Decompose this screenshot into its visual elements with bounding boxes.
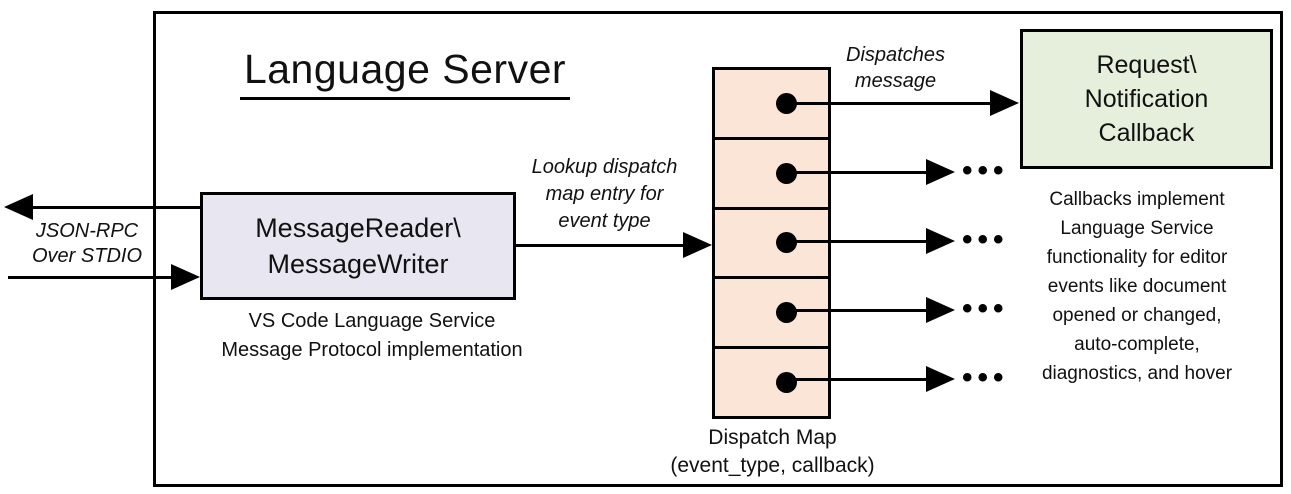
request-notification-callback-box: Request\ Notification Callback [1020, 29, 1273, 169]
message-reader-writer-box: MessageReader\ MessageWriter [200, 192, 516, 300]
dispatch-arrowhead-icon-4 [926, 297, 955, 323]
lookup-dispatch-label: Lookup dispatch map entry for event type [531, 156, 678, 232]
lookup-arrowhead-icon [683, 232, 712, 258]
dispatch-arrow-line-2 [786, 171, 927, 174]
more-callbacks-ellipsis: ••• [962, 154, 1009, 187]
dispatch-arrow-line-1 [786, 102, 992, 105]
more-callbacks-ellipsis: ••• [962, 223, 1009, 256]
callbacks-note-text: Callbacks implement Language Service fun… [1041, 189, 1233, 384]
dispatch-arrow-line-3 [786, 240, 927, 243]
dispatch-map-table [712, 67, 831, 419]
json-rpc-stdio-label: JSON-RPC Over STDIO [31, 220, 142, 267]
dispatch-arrow-line-5 [786, 378, 927, 381]
dispatch-entry-dot [776, 302, 797, 324]
stdio-out-arrowhead-icon [4, 194, 33, 220]
dispatch-arrowhead-icon-3 [926, 228, 955, 254]
reader-box-caption: VS Code Language Service Message Protoco… [221, 310, 523, 361]
language-server-boundary-box [153, 11, 1283, 487]
dispatch-map-entry [715, 210, 828, 280]
dispatch-map-caption: Dispatch Map (event_type, callback) [670, 426, 875, 477]
stdio-in-arrow-line [8, 276, 174, 279]
dispatches-message-label: Dispatches message [846, 44, 945, 92]
dispatch-map-entry [715, 140, 828, 210]
request-notification-callback-label: Request\ Notification Callback [1084, 51, 1209, 147]
dispatch-arrowhead-icon-1 [990, 90, 1019, 116]
stdio-out-arrow-line [30, 206, 200, 209]
more-callbacks-ellipsis: ••• [962, 361, 1009, 394]
dispatch-arrowhead-icon-2 [926, 159, 955, 185]
diagram-title: Language Server [205, 46, 605, 100]
dispatch-arrowhead-icon-5 [926, 366, 955, 392]
lookup-arrow-line [516, 244, 685, 247]
dispatch-map-entry [715, 279, 828, 350]
dispatch-arrow-line-4 [786, 309, 927, 312]
stdio-in-arrowhead-icon [171, 264, 200, 290]
message-reader-writer-label: MessageReader\ MessageWriter [255, 213, 461, 279]
more-callbacks-ellipsis: ••• [962, 292, 1009, 325]
dispatch-entry-dot [776, 372, 797, 394]
dispatch-map-entry [715, 349, 828, 416]
